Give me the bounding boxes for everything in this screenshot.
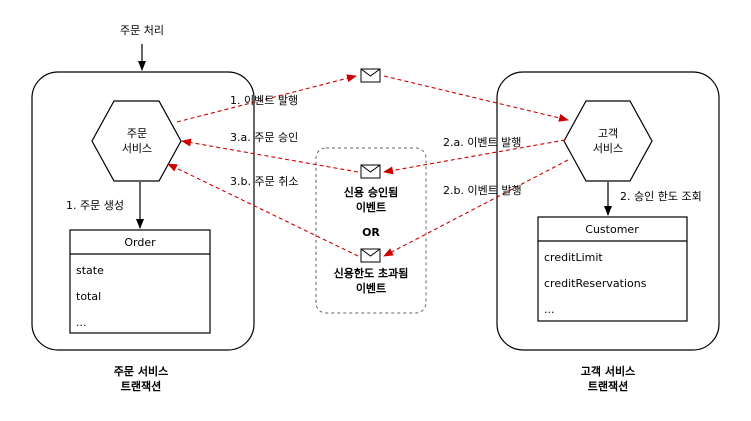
order-field-state: state (76, 264, 104, 277)
create-order-label: 1. 주문 생성 (66, 199, 124, 212)
publish-event-arrow-2a (383, 139, 566, 175)
cancel-order-arrow-3b (167, 163, 359, 257)
customer-service-hexagon (563, 100, 653, 182)
order-service-name-line1: 주문 (127, 127, 147, 140)
approved-event-line2: 이벤트 (356, 200, 386, 214)
customer-entity-box (537, 216, 688, 322)
publish-2a-label: 2.a. 이벤트 발행 (443, 136, 521, 149)
top-envelope-icon (360, 68, 381, 83)
exceeded-event-line2: 이벤트 (356, 281, 386, 295)
exceeded-event-line1: 신용한도 초과됨 (334, 266, 409, 280)
order-transaction-line2: 트랜잭션 (121, 379, 161, 393)
publish-1-label: 1. 이벤트 발행 (230, 94, 298, 107)
customer-transaction-line1: 고객 서비스 (581, 364, 635, 378)
publish-event-arrow-1 (176, 74, 357, 123)
approved-event-line1: 신용 승인됨 (344, 185, 398, 199)
order-transaction-line1: 주문 서비스 (114, 364, 168, 378)
customer-service-name-line2: 서비스 (593, 142, 623, 155)
customer-field-more: ... (544, 303, 555, 316)
cancel-3b-label: 3.b. 주문 취소 (230, 175, 298, 188)
start-label: 주문 처리 (120, 24, 164, 37)
order-field-total: total (76, 290, 101, 303)
order-entity-box (69, 229, 211, 334)
order-service-name-line2: 서비스 (122, 142, 152, 155)
customer-field-credit-limit: creditLimit (544, 251, 603, 264)
customer-entity-title: Customer (585, 223, 639, 236)
customer-transaction-line2: 트랜잭션 (588, 379, 628, 393)
approve-order-arrow-3a (181, 138, 359, 173)
order-field-more: ... (76, 316, 87, 329)
exceeded-envelope-icon (360, 248, 381, 263)
customer-field-credit-reservations: creditReservations (544, 277, 647, 290)
approved-envelope-icon (360, 164, 381, 179)
event-group (315, 147, 427, 314)
deliver-event-arrow (383, 75, 569, 122)
customer-service-name-line1: 고객 (598, 127, 618, 140)
credit-lookup-label: 2. 승인 한도 조회 (620, 190, 702, 203)
order-service-hexagon (91, 100, 182, 182)
approve-3a-label: 3.a. 주문 승인 (230, 131, 298, 144)
or-label: OR (362, 226, 380, 239)
publish-2b-label: 2.b. 이벤트 발행 (443, 184, 522, 197)
order-entity-title: Order (124, 236, 156, 249)
